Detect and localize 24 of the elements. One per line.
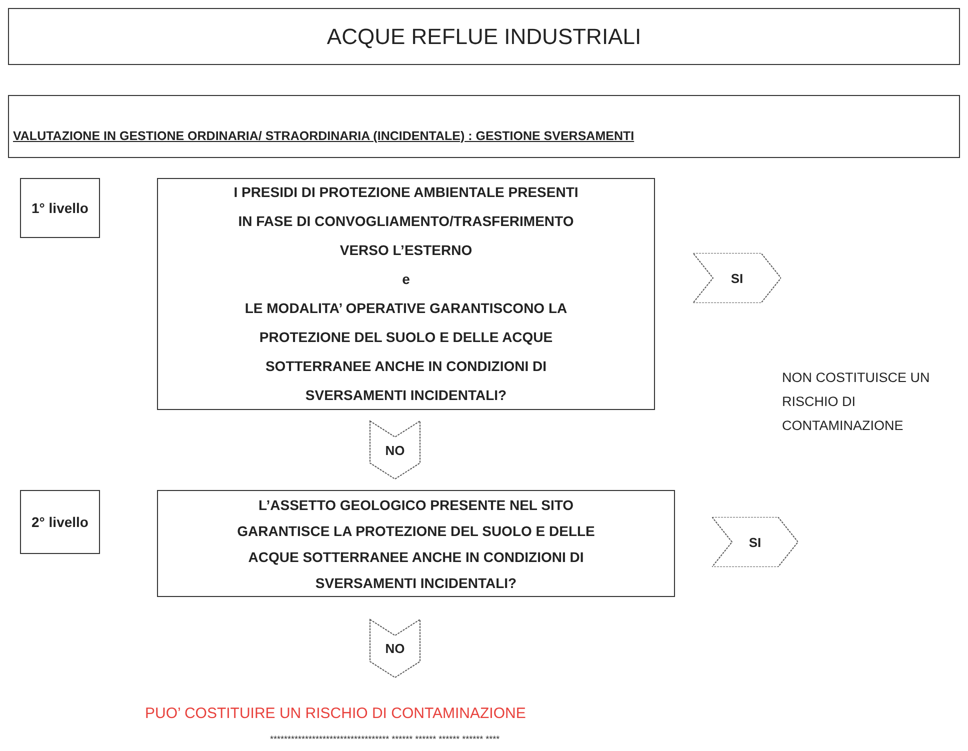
chevron-arrow xyxy=(693,253,781,303)
chevron-arrow xyxy=(712,517,798,567)
chevron-label: SI xyxy=(748,534,762,550)
title-box xyxy=(8,8,960,65)
outcome-text: NON COSTITUISCE UN RISCHIO DI CONTAMINAZIONE xyxy=(782,369,931,435)
section-heading: VALUTAZIONE IN GESTIONE ORDINARIA/ STRAORDINARIA (INCIDENTALE) : GESTIONE SVERSAMENTI xyxy=(12,128,634,142)
chevron-label: SI xyxy=(730,270,744,286)
section-header-box xyxy=(8,95,960,158)
question-box xyxy=(157,490,675,597)
outcome-text: PUO’ COSTITUIRE UN RISCHIO DI CONTAMINAZIONE xyxy=(145,704,526,722)
question-text: L’ASSETTO GEOLOGICO PRESENTE NEL SITO GARANTISCE LA PROTEZIONE DEL SUOLO E DELLE ACQUE SOTTERRANEE ANCHE IN CONDIZIONI DI SVERSAMENTI INCIDENTALI? xyxy=(236,496,596,592)
chevron-arrow xyxy=(370,618,420,678)
question-box xyxy=(157,178,655,410)
question-text: LE MODALITA’ OPERATIVE GARANTISCONO LA PROTEZIONE DEL SUOLO E DELLE ACQUE SOTTERRANEE ANCHE IN CONDIZIONI DI SVERSAMENTI INCIDENTALI? xyxy=(244,299,568,405)
asterisk-rule: ********************************** ****** ****** ****** ****** **** xyxy=(270,733,501,745)
edge-label: NO xyxy=(384,442,406,460)
level-label: 2° livello xyxy=(32,513,88,532)
question-text: e xyxy=(401,270,411,289)
chevron-arrow xyxy=(370,420,420,480)
title-text: ACQUE REFLUE INDUSTRIALI xyxy=(326,24,642,50)
level-box xyxy=(20,490,100,554)
level-label: 1° livello xyxy=(32,199,88,218)
level-box xyxy=(20,178,100,238)
edge-label: NO xyxy=(384,640,406,658)
